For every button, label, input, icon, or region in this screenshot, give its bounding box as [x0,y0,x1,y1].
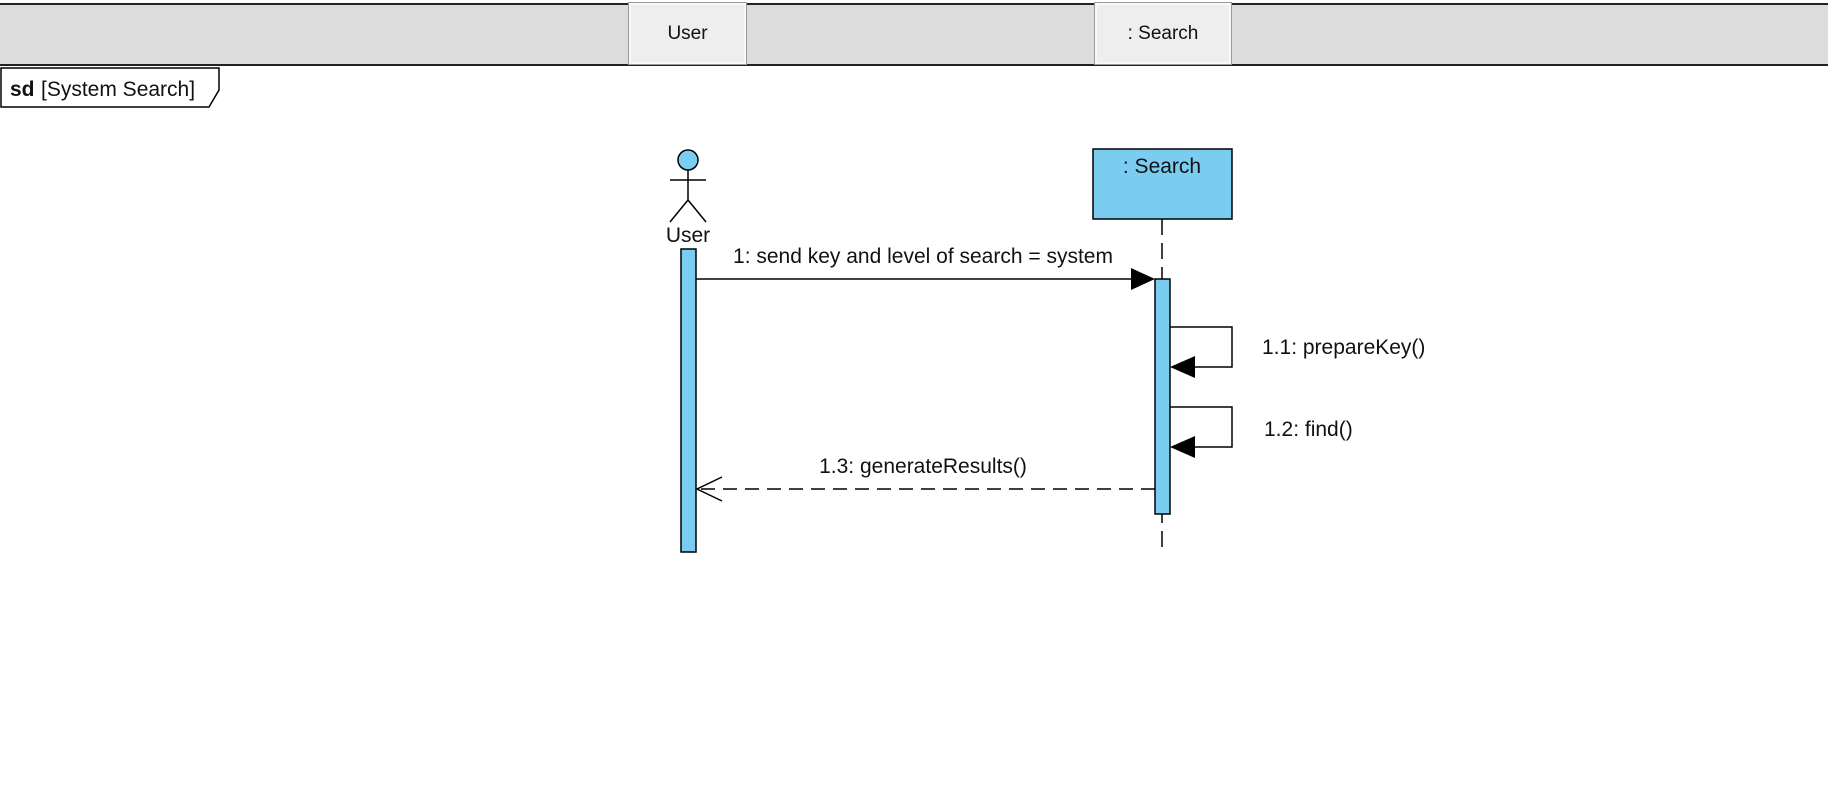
user-activation-bar[interactable] [680,248,697,553]
message-1-label: 1: send key and level of search = system [733,245,1113,268]
message-1-1-label: 1.1: prepareKey() [1262,336,1425,359]
message-1-2-label: 1.2: find() [1264,418,1353,441]
lifeline-header-bar [0,3,1828,66]
message-1-1[interactable]: 1.1: prepareKey() [1170,326,1425,378]
filled-arrowhead-icon [1131,268,1155,290]
object-label: : Search [1123,155,1201,178]
search-activation-bar[interactable] [1154,278,1171,515]
frame-keyword: sd [10,78,35,101]
actor-label: User [666,224,710,247]
message-1-3[interactable]: 1.3: generateResults() [695,455,1155,502]
header-tab-search[interactable]: : Search [1094,2,1232,65]
message-1-2[interactable]: 1.2: find() [1170,406,1353,458]
message-1[interactable]: 1: send key and level of search = system [696,245,1155,290]
frame-tag[interactable]: sd [System Search] [0,67,220,108]
frame-name: [System Search] [41,78,195,101]
message-1-3-label: 1.3: generateResults() [819,455,1027,478]
actor-user[interactable]: User [666,149,710,247]
filled-arrowhead-icon [1170,356,1195,378]
object-search[interactable]: : Search [1092,148,1233,220]
actor-stick-figure-icon [669,149,707,223]
open-arrowhead-icon [695,476,723,502]
header-tab-user[interactable]: User [628,2,747,65]
filled-arrowhead-icon [1170,436,1195,458]
